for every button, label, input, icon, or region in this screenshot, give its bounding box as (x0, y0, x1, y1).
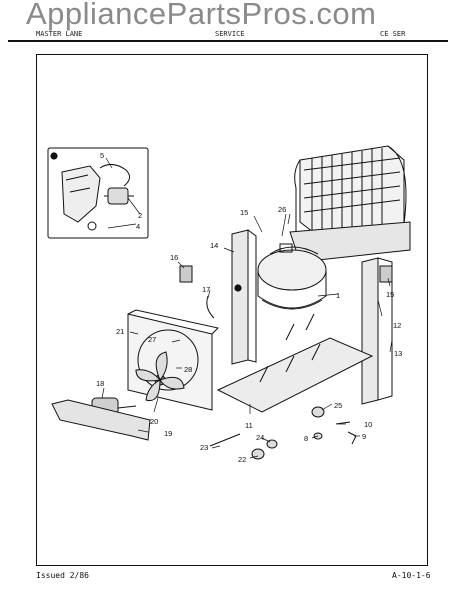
callout-23: 23 (200, 443, 208, 452)
callout-16: 16 (170, 253, 178, 262)
callout-28: 28 (184, 365, 192, 374)
inset-motor-part (104, 187, 134, 205)
callout-11: 11 (245, 421, 253, 430)
callout-21: 21 (116, 327, 124, 336)
grommet-22 (251, 448, 265, 460)
footer-page-code: A-10-1-6 (392, 571, 431, 580)
base-plate (216, 337, 374, 413)
callout-25: 25 (334, 401, 342, 410)
callout-9: 9 (362, 432, 366, 441)
fan-blade (135, 351, 185, 402)
base-slots (259, 343, 321, 383)
callout-18: 18 (96, 379, 104, 388)
relay-part-16 (179, 265, 193, 283)
fan-shroud-lip (127, 309, 219, 335)
footer-issued-date: Issued 2/86 (36, 571, 89, 580)
callout-labels: 1 2 4 5 8 9 10 11 12 13 14 15 15 16 17 1… (96, 151, 402, 464)
callout-5: 5 (100, 151, 104, 160)
header-right-text: CE SER (380, 30, 406, 38)
callout-27: 27 (148, 335, 156, 344)
callout-8: 8 (304, 434, 308, 443)
header-center-text: SERVICE (215, 30, 245, 38)
capacitor-wire-17 (206, 295, 215, 319)
callout-10: 10 (364, 420, 372, 429)
bolt-9 (347, 431, 357, 445)
callout-15-upper: 15 (240, 208, 248, 217)
callout-12: 12 (393, 321, 401, 330)
header-left-text: MASTER LANE (36, 30, 83, 38)
callout-4: 4 (136, 222, 140, 231)
header-rule (8, 40, 448, 42)
relay-bracket (379, 265, 393, 283)
diagram-frame (36, 54, 428, 566)
callout-19: 19 (164, 429, 172, 438)
inset-clip (87, 221, 97, 231)
grommet-25 (311, 406, 325, 418)
right-upright-edge (377, 257, 393, 401)
marker-dots (50, 152, 242, 292)
callout-2: 2 (138, 211, 142, 220)
right-upright-bracket (361, 257, 379, 405)
fan-shroud-opening (137, 329, 199, 391)
callout-13: 13 (394, 349, 402, 358)
inset-bracket-part (61, 165, 101, 223)
left-upright-bracket (231, 229, 249, 365)
motor-bracket (51, 399, 151, 441)
callout-14: 14 (210, 241, 218, 250)
callout-26: 26 (278, 205, 286, 214)
screw-23 (209, 433, 241, 447)
fan-shroud (127, 313, 213, 411)
callout-17: 17 (202, 285, 210, 294)
compressor (257, 243, 327, 310)
callout-22: 22 (238, 455, 246, 464)
callout-24: 24 (256, 433, 264, 442)
callout-1: 1 (336, 291, 340, 300)
inset-box (47, 147, 149, 239)
condenser-coil (294, 145, 407, 262)
leader-lines (101, 157, 393, 459)
base-slots-rear (285, 313, 315, 341)
callout-15-lower: 15 (386, 290, 394, 299)
inset-wire (99, 164, 130, 187)
left-upright-edge (247, 229, 257, 363)
callout-20: 20 (150, 417, 158, 426)
watermark-logo: AppliancePartsPros.com (26, 0, 377, 31)
